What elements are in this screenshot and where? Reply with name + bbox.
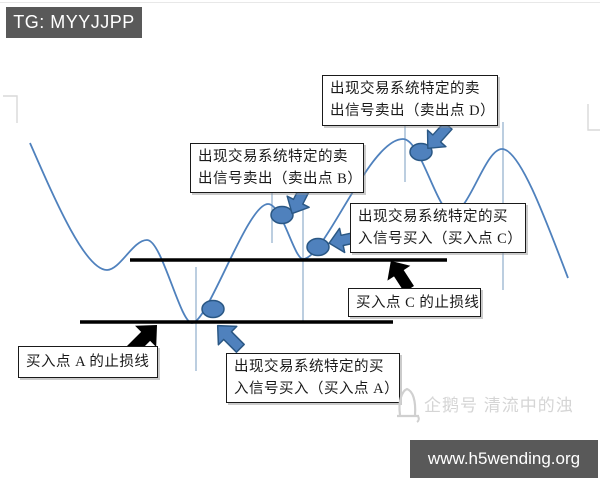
annotation-line: 出现交易系统特定的买 <box>234 359 384 375</box>
site-banner-label: www.h5wending.org <box>427 449 581 468</box>
signal-marker-B <box>270 205 294 225</box>
annotation-line: 出现交易系统特定的卖 <box>330 81 480 97</box>
price-curve <box>29 138 569 324</box>
annotation-line: 出信号卖出（卖出点 B） <box>198 171 363 187</box>
annotation-line: 出现交易系统特定的买 <box>358 209 508 225</box>
signal-marker-D <box>409 142 433 162</box>
top-divider <box>0 2 600 3</box>
annotation-buy-point-c: 出现交易系统特定的买 入信号买入（买入点 C） <box>350 203 526 253</box>
page-corner-mark-right <box>587 104 600 131</box>
annotation-line: 买入点 C 的止损线 <box>356 295 480 311</box>
site-banner: www.h5wending.org <box>410 440 598 478</box>
annotation-line: 入信号买入（买入点 A） <box>234 381 400 397</box>
signal-marker-C <box>306 237 330 257</box>
signal-marker-A <box>201 299 225 319</box>
annotation-stop-loss-c: 买入点 C 的止损线 <box>348 288 481 317</box>
watermark-account-name: 企鹅号 清流中的浊 <box>424 396 574 415</box>
arrow-to-stop-c <box>387 260 414 293</box>
annotation-sell-point-d: 出现交易系统特定的卖 出信号卖出（卖出点 D） <box>322 75 498 126</box>
annotation-buy-point-a: 出现交易系统特定的买 入信号买入（买入点 A） <box>226 353 400 403</box>
arrow-to-buy-a <box>216 324 245 353</box>
annotation-stop-loss-a: 买入点 A 的止损线 <box>18 346 158 378</box>
tg-banner: TG: MYYJJPP <box>6 7 142 38</box>
page-corner-mark-left <box>3 95 18 123</box>
annotation-line: 出现交易系统特定的卖 <box>198 149 348 165</box>
annotation-line: 出信号卖出（卖出点 D） <box>330 103 496 119</box>
penguin-logo-icon <box>397 387 420 423</box>
annotation-sell-point-b: 出现交易系统特定的卖 出信号卖出（卖出点 B） <box>190 143 364 193</box>
tg-banner-label: TG: MYYJJPP <box>13 12 135 32</box>
annotation-line: 入信号买入（买入点 C） <box>358 231 523 247</box>
annotation-line: 买入点 A 的止损线 <box>26 354 150 370</box>
